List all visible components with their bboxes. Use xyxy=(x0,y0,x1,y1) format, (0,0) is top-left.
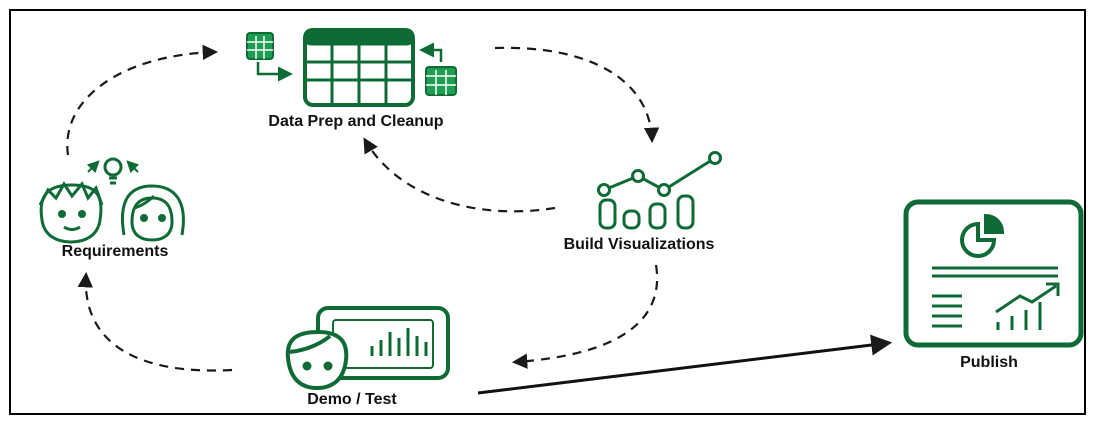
label-publish: Publish xyxy=(960,354,1018,371)
arrow-viz-to-dataprep xyxy=(363,137,556,213)
people-idea-icon xyxy=(38,157,185,244)
arrow-demo-to-publish xyxy=(477,334,893,395)
label-build-viz: Build Visualizations xyxy=(563,236,715,253)
outer-border xyxy=(9,9,1086,415)
arrow-dataprep-to-viz xyxy=(494,46,660,144)
presenter-icon xyxy=(285,306,450,391)
arrow-requirements-to-dataprep xyxy=(66,44,219,156)
arrow-viz-to-demo xyxy=(511,264,659,369)
report-icon xyxy=(903,199,1084,348)
label-requirements: Requirements xyxy=(61,243,169,260)
spreadsheets-icon xyxy=(246,28,457,107)
chart-icon xyxy=(597,151,722,230)
arrow-demo-to-requirements xyxy=(77,271,233,372)
label-demo-test: Demo / Test xyxy=(307,391,397,408)
label-data-prep: Data Prep and Cleanup xyxy=(268,113,444,130)
cycle-arrows xyxy=(66,44,660,372)
